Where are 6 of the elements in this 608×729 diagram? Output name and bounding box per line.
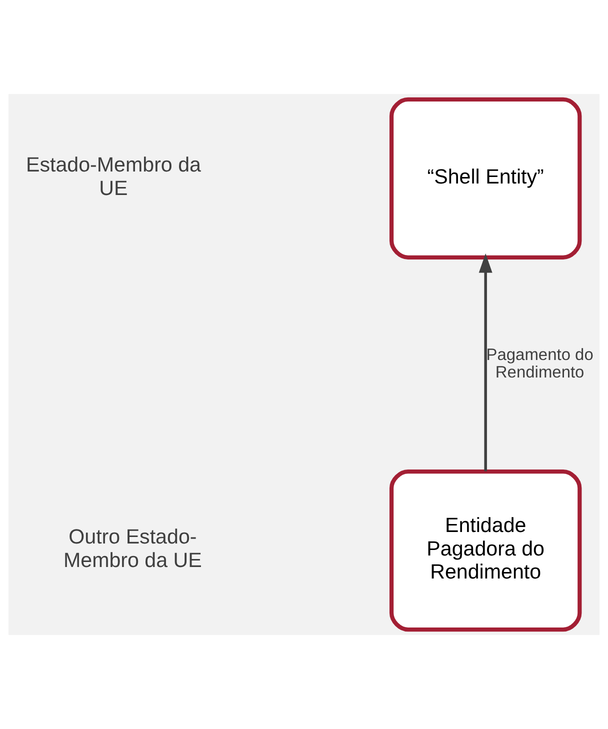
arrow (478, 253, 492, 472)
label: Estado-Membro da UE (26, 154, 201, 200)
label: Outro Estado-Membro da UE (64, 526, 202, 572)
edge-label: Pagamento do Rendimento (486, 346, 594, 382)
node-box: “Shell Entity” (389, 97, 582, 260)
node-box: Entidade Pagadora do Rendimento (389, 470, 582, 632)
